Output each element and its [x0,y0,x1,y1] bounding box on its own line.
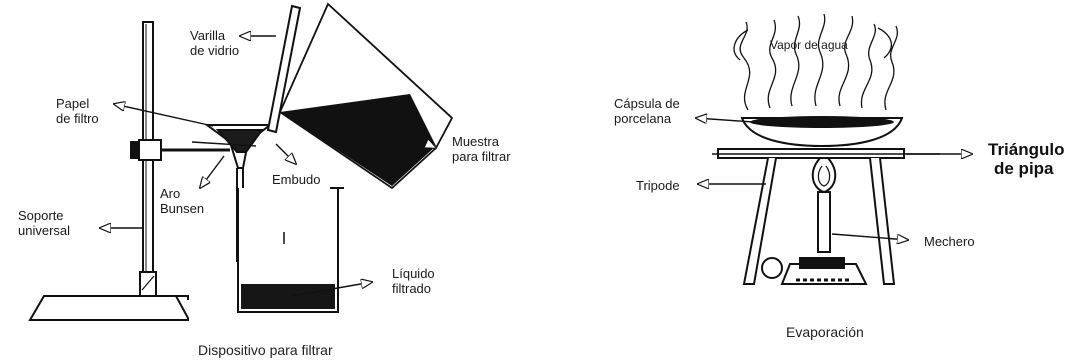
label-varilla: Varilla de vidrio [190,28,239,58]
arrow-capsula [696,118,783,125]
glass-rod [266,4,302,134]
arrow-liquido [291,282,372,297]
label-muestra-line2: para filtrar [452,149,511,164]
beaker [237,188,339,313]
arrow-papel-2 [191,141,257,147]
arrow-mechero [831,233,908,240]
label-muestra-line1: Muestra [452,134,499,149]
burner-tube [817,191,831,253]
label-papel-filtro: Papel de filtro [56,96,99,126]
arrow-embudo [275,143,296,164]
tripod-leg-right [869,157,896,285]
label-triangulo-line1: Triángulo [988,140,1065,159]
label-mechero: Mechero [924,234,975,249]
label-aro-line1: Aro [160,186,181,201]
label-aro-bunsen: Aro Bunsen [160,186,204,216]
label-varilla-line1: Varilla [190,28,226,43]
evaporation-arrows [696,118,972,240]
filtered-liquid [241,284,335,309]
label-triangulo-line2: de pipa [994,159,1054,178]
label-soporte-line2: universal [18,223,71,238]
label-liquido: Líquido filtrado [392,266,435,296]
label-vapor: Vapor de agua [770,38,848,52]
label-liquido-line1: Líquido [392,266,435,281]
tripod-leg-left [742,157,777,285]
label-triangulo: Triángulo de pipa [988,140,1065,178]
label-capsula: Cápsula de porcelana [614,96,680,126]
label-muestra: Muestra para filtrar [452,134,511,164]
filtration-apparatus [28,2,454,321]
clamp-block [138,139,162,161]
burner-flame [811,157,837,194]
stand-base [28,295,189,321]
label-papel-line2: de filtro [56,111,99,126]
caption-filtrar: Dispositivo para filtrar [198,342,333,358]
label-varilla-line2: de vidrio [190,43,240,58]
arrow-papel [114,104,214,127]
label-capsula-line1: Cápsula de [614,96,680,111]
label-capsula-line2: porcelana [614,111,672,126]
capsule-contents [750,116,894,128]
arrow-muestra [401,131,436,148]
vapor-wisps [733,13,898,111]
stand-rod [142,21,154,313]
label-soporte-line1: Soporte [18,208,64,223]
label-papel-line1: Papel [56,96,90,111]
filtration-arrows [100,36,436,297]
label-embudo: Embudo [272,172,321,187]
label-aro-line2: Bunsen [160,201,205,216]
clamp-knob [130,141,140,159]
sample-liquid [280,94,436,186]
label-tripode: Tripode [636,178,680,193]
arrow-aro [200,155,225,188]
caption-evaporacion: Evaporación [786,324,864,340]
evaporation-apparatus [712,13,940,285]
label-soporte: Soporte universal [18,208,70,238]
label-liquido-line2: filtrado [392,281,432,296]
